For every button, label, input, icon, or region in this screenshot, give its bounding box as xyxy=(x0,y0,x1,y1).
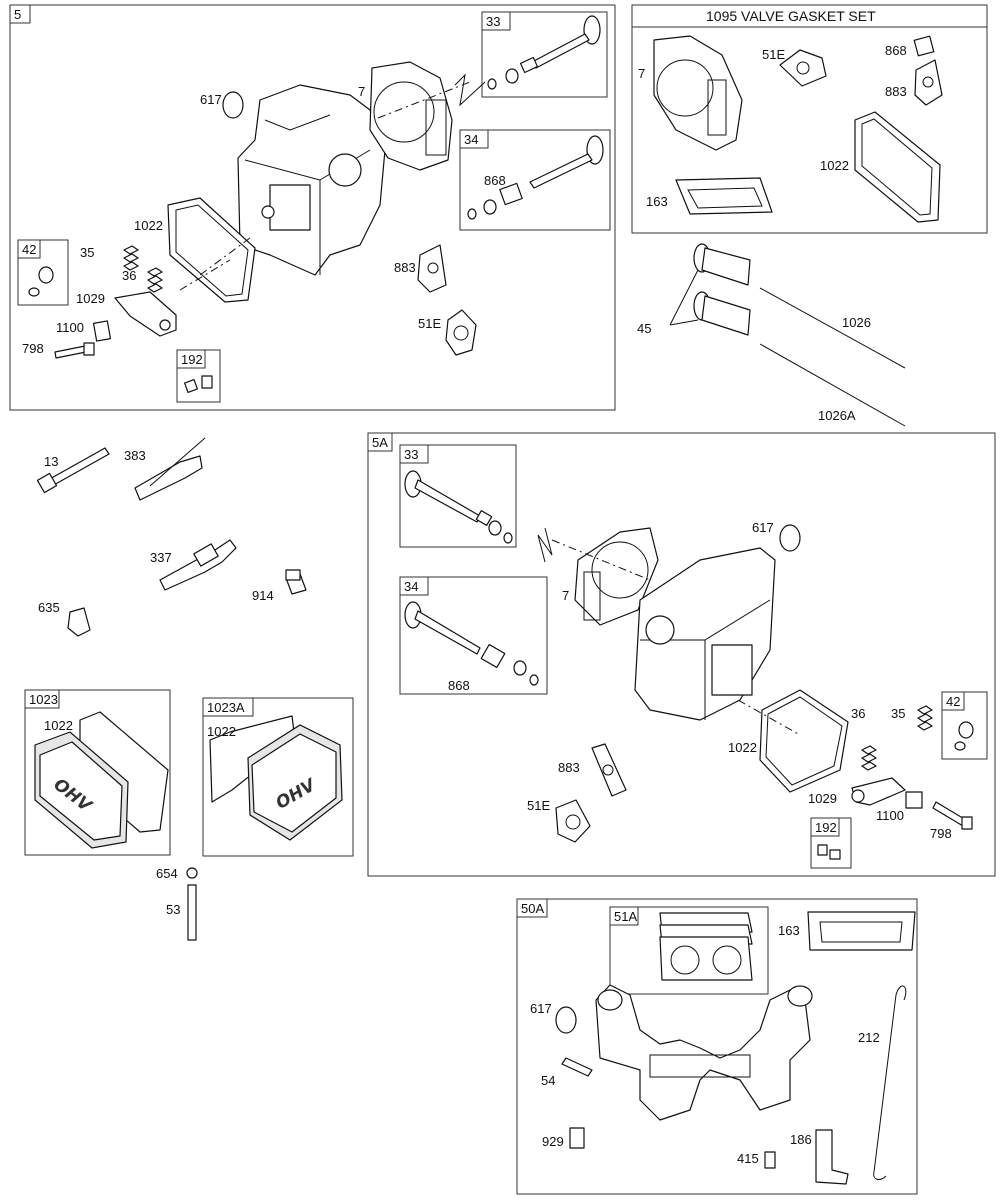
callout-654: 654 xyxy=(156,866,178,881)
callout-1022: 1022 xyxy=(134,218,163,233)
callout-1029: 1029 xyxy=(76,291,105,306)
callout-54: 54 xyxy=(541,1073,555,1088)
callout-51ea: 51E xyxy=(527,798,550,813)
callout-7: 7 xyxy=(358,84,365,99)
callout-617: 617 xyxy=(200,92,222,107)
callout-53: 53 xyxy=(166,902,180,917)
callout-36a: 36 xyxy=(851,706,865,721)
set-callout-51e: 51E xyxy=(762,47,785,62)
subbox-192a-label: 192 xyxy=(815,820,837,835)
group-1095-label: 1095 VALVE GASKET SET xyxy=(706,8,876,24)
subbox-42-label: 42 xyxy=(22,242,36,257)
group-5a-label: 5A xyxy=(372,435,388,450)
callout-13: 13 xyxy=(44,454,58,469)
cylinder-head xyxy=(237,84,386,276)
group-1023-label: 1023 xyxy=(29,692,58,707)
set-callout-1022: 1022 xyxy=(820,158,849,173)
callout-35a: 35 xyxy=(891,706,905,721)
callout-635: 635 xyxy=(38,600,60,615)
head-gasket xyxy=(369,61,453,171)
loose-parts: 13 383 337 914 635 xyxy=(36,437,307,637)
subbox-192-label: 192 xyxy=(181,352,203,367)
callout-798: 798 xyxy=(22,341,44,356)
group-5: 5 33 34 868 42 1 xyxy=(9,4,616,411)
callout-1022a: 1022 xyxy=(728,740,757,755)
callout-883a: 883 xyxy=(558,760,580,775)
subbox-51a-label: 51A xyxy=(614,909,637,924)
callout-1029a: 1029 xyxy=(808,791,837,806)
callout-1022-cover: 1022 xyxy=(44,718,73,733)
callout-929: 929 xyxy=(542,1134,564,1149)
subbox-34a-label: 34 xyxy=(404,579,418,594)
valve-spring-36 xyxy=(147,267,163,293)
callout-212: 212 xyxy=(858,1030,880,1045)
group-1023a-label: 1023A xyxy=(207,700,245,715)
callout-868a: 868 xyxy=(448,678,470,693)
valve-spring-35 xyxy=(123,245,139,271)
intake-manifold xyxy=(595,984,813,1121)
set-callout-868: 868 xyxy=(885,43,907,58)
callout-617a: 617 xyxy=(752,520,774,535)
callout-337: 337 xyxy=(150,550,172,565)
callout-186: 186 xyxy=(790,1132,812,1147)
set-callout-163: 163 xyxy=(646,194,668,209)
subbox-42a-label: 42 xyxy=(946,694,960,709)
valve-intake xyxy=(467,135,604,220)
group-5-label: 5 xyxy=(14,7,21,22)
tappets-and-pushrods: 45 1026 1026A xyxy=(637,243,906,427)
subbox-33a-label: 33 xyxy=(404,447,418,462)
callout-383: 383 xyxy=(124,448,146,463)
set-callout-883: 883 xyxy=(885,84,907,99)
group-5a: 5A 33 34 868 42 192 xyxy=(367,432,996,877)
group-1023: 1023 OHV 1022 xyxy=(24,689,171,856)
callout-7a: 7 xyxy=(562,588,569,603)
callout-617-manifold: 617 xyxy=(530,1001,552,1016)
group-1095-valve-gasket-set: 1095 VALVE GASKET SET 7 51E 868 883 1022… xyxy=(631,4,988,234)
set-callout-7: 7 xyxy=(638,66,645,81)
callout-1022-cover-a: 1022 xyxy=(207,724,236,739)
group-50a: 50A 51A 163 617 212 xyxy=(516,898,918,1195)
callout-163-manifold: 163 xyxy=(778,923,800,938)
breather-tube: 654 53 xyxy=(156,866,198,941)
valve-exhaust xyxy=(487,15,601,90)
callout-883: 883 xyxy=(394,260,416,275)
callout-51e: 51E xyxy=(418,316,441,331)
callout-415: 415 xyxy=(737,1151,759,1166)
group-50a-label: 50A xyxy=(521,901,544,916)
callout-45: 45 xyxy=(637,321,651,336)
subbox-33-label: 33 xyxy=(486,14,500,29)
callout-1026: 1026 xyxy=(842,315,871,330)
callout-868: 868 xyxy=(484,173,506,188)
callout-1100a: 1100 xyxy=(876,808,904,823)
callout-1026a: 1026A xyxy=(818,408,856,423)
callout-36: 36 xyxy=(122,268,136,283)
callout-35: 35 xyxy=(80,245,94,260)
subbox-34-label: 34 xyxy=(464,132,478,147)
group-1023a: 1023A OHV 1022 xyxy=(202,697,354,857)
callout-914: 914 xyxy=(252,588,274,603)
callout-1100: 1100 xyxy=(56,320,84,335)
callout-798a: 798 xyxy=(930,826,952,841)
